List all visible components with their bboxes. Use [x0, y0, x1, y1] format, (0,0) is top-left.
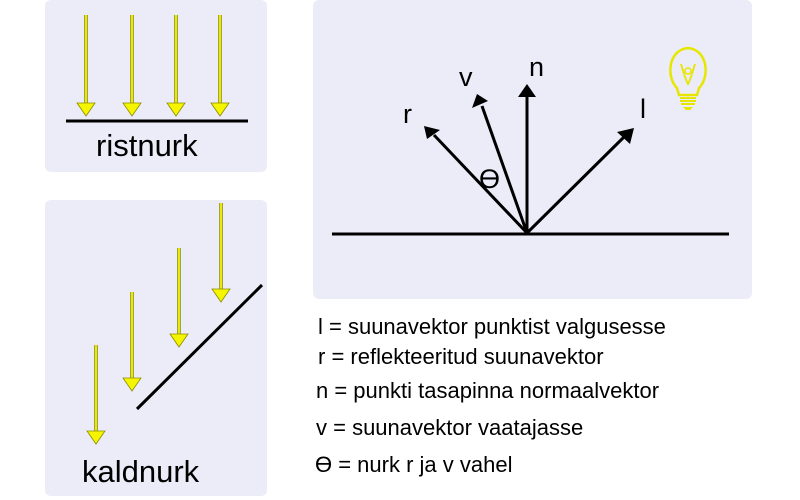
- oblique-light-arrows: [86, 203, 231, 445]
- label-n: n: [529, 52, 544, 82]
- light-arrow: [122, 292, 142, 392]
- light-arrow: [166, 15, 186, 117]
- legend-item-v: v = suunavektor vaatajasse: [316, 415, 584, 440]
- legend-item-r: r = reflekteeritud suunavektor: [318, 344, 604, 369]
- legend-item-l: l = suunavektor punktist valgusesse: [318, 314, 666, 339]
- vector-v: [472, 94, 529, 234]
- perpendicular-light-arrows: [76, 15, 230, 117]
- vector-n: [518, 84, 536, 233]
- light-arrow: [76, 15, 96, 117]
- perpendicular-light-panel: [45, 0, 267, 172]
- vector-l: [525, 128, 634, 235]
- legend-item-n: n = punkti tasapinna normaalvektor: [316, 378, 660, 403]
- light-arrow: [169, 248, 189, 348]
- light-arrow: [211, 203, 231, 303]
- oblique-caption: kaldnurk: [82, 454, 200, 489]
- light-bulb-icon: [669, 46, 707, 110]
- legend-item-theta: ϴ = nurk r ja v vahel: [315, 452, 513, 477]
- label-theta: ϴ: [479, 164, 500, 194]
- label-v: v: [459, 62, 473, 92]
- light-arrow: [86, 345, 106, 445]
- label-l: l: [640, 94, 646, 124]
- light-arrow: [122, 15, 142, 117]
- perpendicular-caption: ristnurk: [96, 128, 198, 163]
- label-r: r: [403, 99, 412, 129]
- vector-r: [424, 126, 529, 235]
- light-arrow: [210, 15, 230, 117]
- oblique-surface-line: [135, 283, 264, 411]
- oblique-light-panel: [45, 200, 267, 496]
